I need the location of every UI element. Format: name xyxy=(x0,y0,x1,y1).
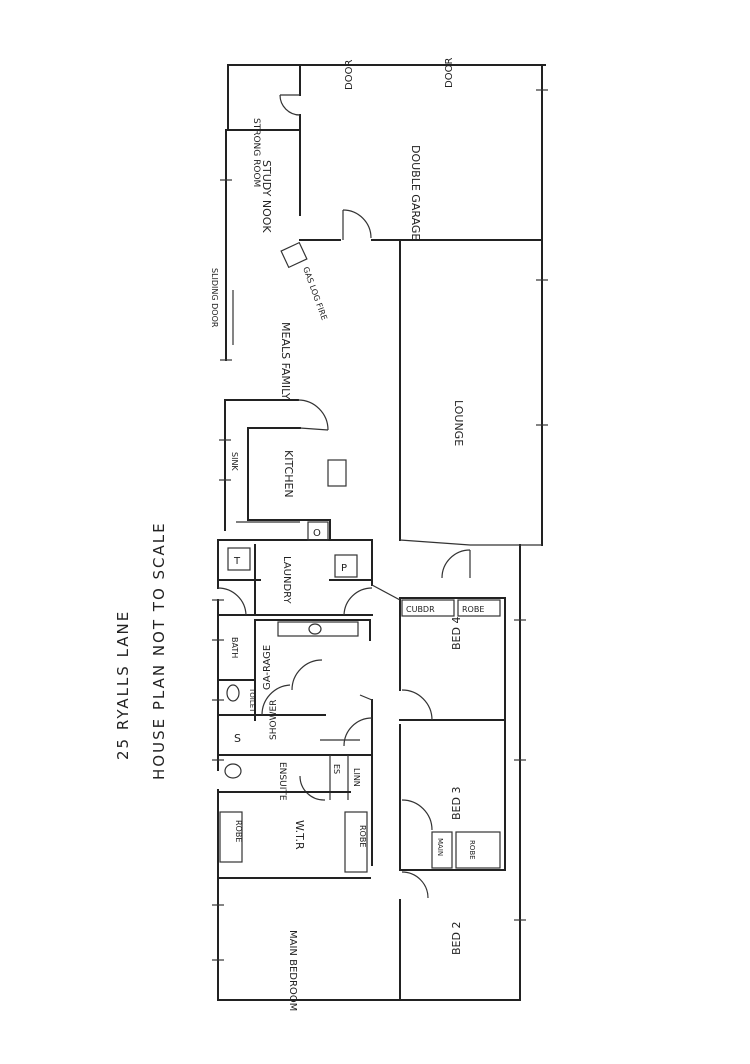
bed3-label: BED 3 xyxy=(450,787,463,820)
robe-bed4-box xyxy=(457,599,501,617)
strong-room-label: STRONG ROOM xyxy=(251,118,261,187)
kitchen-walls xyxy=(217,399,373,541)
bed4-label: BED 4 xyxy=(450,617,463,650)
toilet-door-swing xyxy=(261,684,291,716)
address-title: 25 RYALLS LANE xyxy=(114,610,132,760)
cupbd-box xyxy=(401,599,455,617)
bath-label: BATH xyxy=(230,637,239,658)
main-robe-box xyxy=(431,831,453,869)
laundry-door-swing-2 xyxy=(343,587,373,616)
robe-bed4-label: ROBE xyxy=(462,605,484,614)
shower-s-label: S xyxy=(234,732,241,745)
sink-label: SINK xyxy=(230,452,239,471)
shower-label: SHOWER xyxy=(269,700,279,740)
toilet-icon-1 xyxy=(226,684,240,702)
toilet-label: TOILET xyxy=(248,687,256,713)
cupbd-label: CUBDR xyxy=(406,605,435,614)
strong-room-door-swing xyxy=(279,94,301,116)
oven-box xyxy=(307,521,329,541)
shower-door-swing xyxy=(343,717,373,747)
laundry-label: LAUNDRY xyxy=(281,556,292,604)
kitchen-door-swing xyxy=(297,399,329,431)
es-label: ES xyxy=(332,764,341,774)
toilet-icon-2 xyxy=(224,763,242,779)
robe-left-box xyxy=(219,811,243,863)
robe-right-label: ROBE xyxy=(358,825,367,847)
bedroom-wing-walls xyxy=(399,597,506,1001)
wtr-label: W.T.R xyxy=(293,820,306,850)
wall-ticks xyxy=(212,89,548,961)
sliding-door-label: SLIDING DOOR xyxy=(210,268,219,328)
pantry-letter: P xyxy=(341,563,347,574)
plan-subtitle: HOUSE PLAN NOT TO SCALE xyxy=(150,521,168,780)
door-label-2: DOOR xyxy=(444,58,455,88)
bed2-door-swing xyxy=(401,871,429,899)
ensuite-label: ENSUITE xyxy=(277,762,287,801)
ga-rage-label: GA-RAGE xyxy=(262,645,273,690)
laundry-door-swing xyxy=(217,587,247,616)
tub-box xyxy=(227,547,251,571)
pantry-box xyxy=(334,554,358,578)
robe-bed3-box xyxy=(455,831,501,869)
bench-garage-small xyxy=(277,621,359,637)
main-bedroom-label: MAIN BEDROOM xyxy=(287,930,298,1011)
ensuite-door-swing xyxy=(299,775,326,801)
gas-log-fire-label: GAS LOG FIRE xyxy=(301,266,329,322)
bed4-door-swing xyxy=(441,549,471,579)
linen-label: LINN xyxy=(352,768,361,787)
study-nook-label: STUDY NOOK xyxy=(260,160,273,233)
kitchen-island xyxy=(327,459,347,487)
corridor-line xyxy=(371,584,401,601)
garage-walls xyxy=(227,64,543,241)
basin-icon xyxy=(308,623,322,635)
lounge-walls xyxy=(399,239,471,546)
bath-area-walls xyxy=(217,619,373,841)
bed4-door-swing-2 xyxy=(401,689,433,721)
bed2-label: BED 2 xyxy=(450,922,463,955)
bed3-door-swing xyxy=(401,799,433,831)
door-label-1: DOOR xyxy=(344,60,355,90)
bath-door-swing xyxy=(291,659,323,691)
robe-right-box xyxy=(344,811,368,873)
laundry-walls xyxy=(217,539,373,616)
robe-left-label: ROBE xyxy=(234,820,243,842)
robe-bed3-label: ROBE xyxy=(468,840,476,860)
gas-log-fire-icon xyxy=(280,241,308,269)
main-bedroom-walls xyxy=(217,791,373,879)
double-garage-label: DOUBLE GARAGE xyxy=(409,145,422,240)
kitchen-label: KITCHEN xyxy=(282,450,295,498)
meals-family-label: MEALS FAMILY xyxy=(279,322,292,400)
lounge-label: LOUNGE xyxy=(452,400,465,446)
outer-walls xyxy=(217,64,546,1001)
main-robe-label: MAIN xyxy=(436,838,444,856)
tub-letter: T xyxy=(233,556,241,567)
oven-letter: O xyxy=(313,528,321,539)
garage-door-swing xyxy=(342,209,372,239)
